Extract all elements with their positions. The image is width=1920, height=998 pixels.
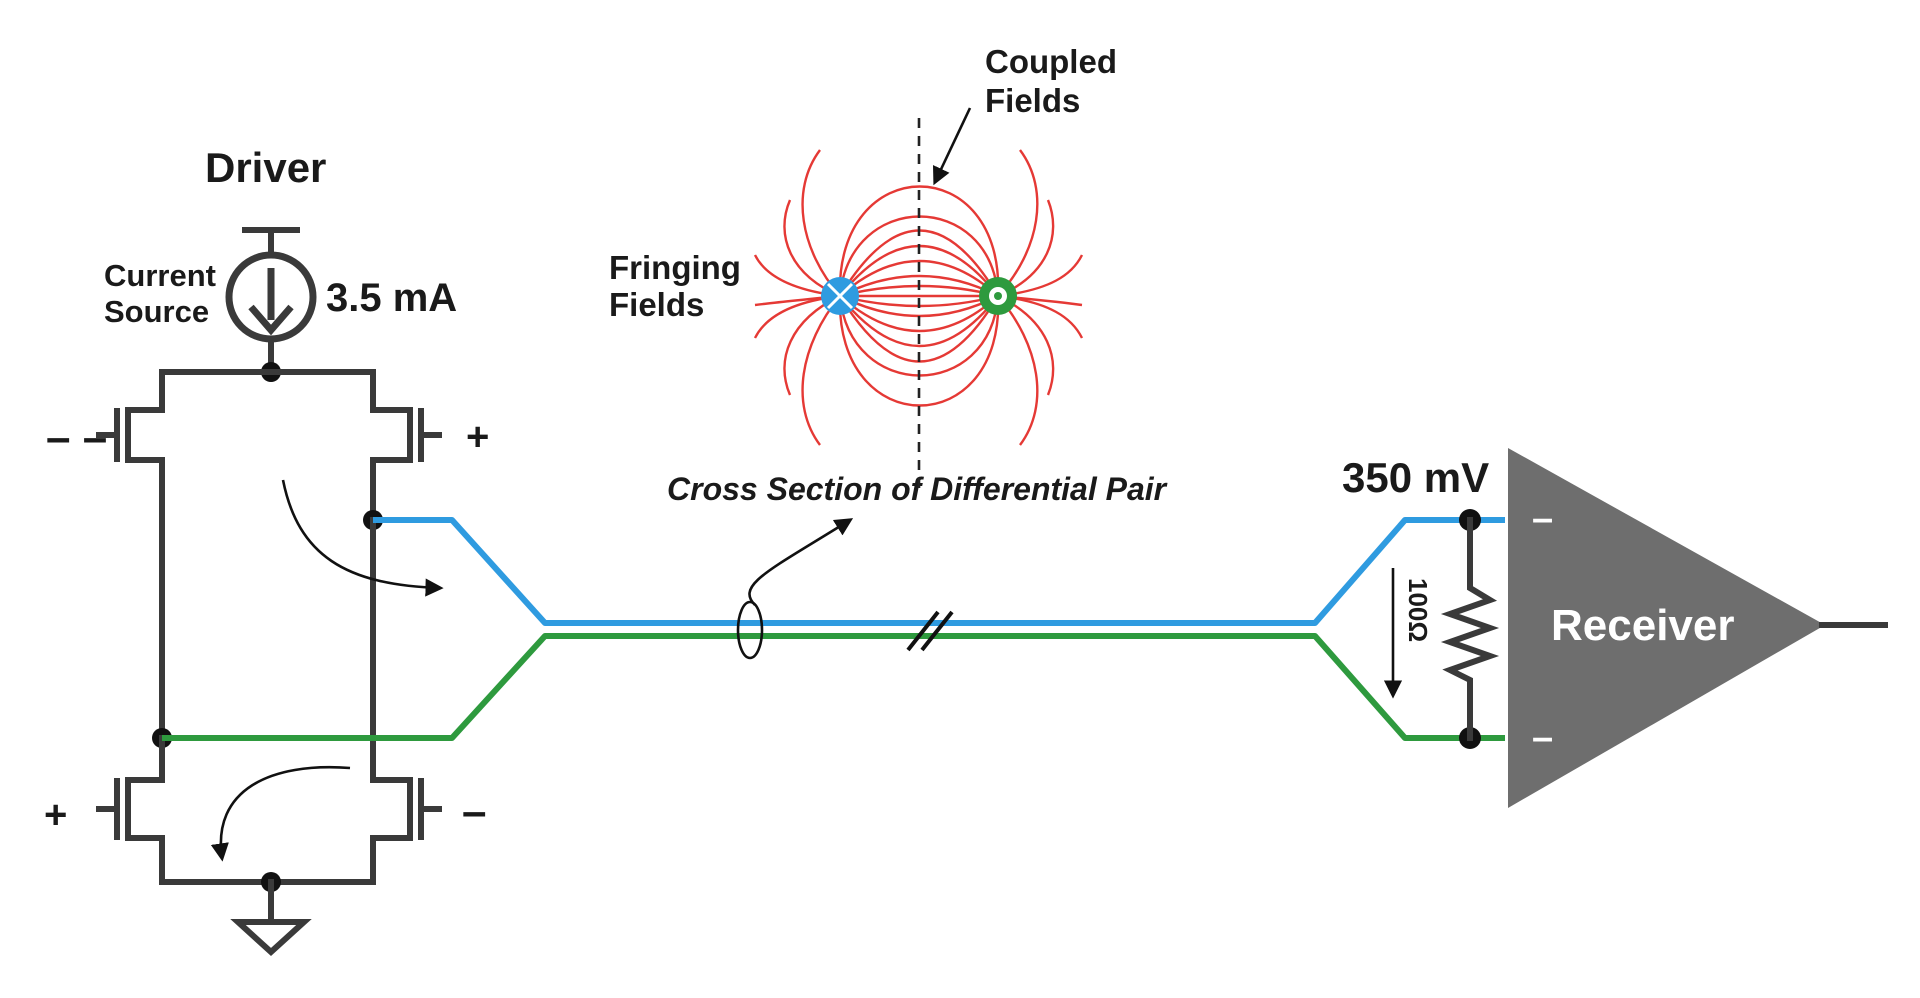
receiver-amplifier-icon	[1508, 448, 1825, 808]
receiver-input-bottom-label: –	[1532, 717, 1553, 759]
gate-top-right-label: +	[466, 415, 489, 459]
coupled-fields-label-line2: Fields	[985, 82, 1080, 119]
negative-trace	[162, 633, 1505, 741]
driver-label: Driver	[205, 144, 326, 191]
left-branch-top	[125, 369, 274, 738]
driver-circuit: Driver Current Source 3.5 mA – – +	[44, 144, 489, 957]
fringing-fields-label-line2: Fields	[609, 286, 704, 323]
right-branch-bottom	[268, 517, 413, 885]
transistor-bottom-left	[96, 778, 120, 840]
termination-resistor	[1440, 517, 1500, 741]
current-value-label: 3.5 mA	[326, 276, 457, 320]
right-branch-top	[268, 369, 413, 523]
left-branch-bottom	[125, 735, 274, 885]
gate-bottom-right-label: –	[462, 787, 486, 836]
field-cross-section: Fringing Fields Coupled Fields	[609, 43, 1117, 488]
transistor-top-left	[96, 408, 120, 462]
pair-cross-section-ring	[736, 600, 764, 660]
voltage-label: 350 mV	[1342, 454, 1489, 501]
current-flow-arrow-bottom	[210, 765, 351, 862]
transistor-top-right	[418, 408, 442, 462]
current-source-label-line1: Current	[104, 258, 216, 293]
line-break-symbol	[906, 610, 954, 652]
resistor-label: 100Ω	[1403, 578, 1433, 642]
receiver-input-top-label: –	[1532, 498, 1553, 540]
gate-top-left-label: – –	[46, 413, 107, 462]
current-source-label-line2: Source	[104, 294, 209, 329]
coupled-fields-label-line1: Coupled	[985, 43, 1117, 80]
gate-bottom-left-label: +	[44, 793, 67, 837]
transmission-line: Cross Section of Differential Pair	[162, 471, 1505, 741]
receiver-label: Receiver	[1551, 601, 1734, 650]
conductor-out-of-page-icon	[979, 277, 1017, 315]
conductor-into-page-icon	[821, 277, 859, 315]
receiver-circuit: 350 mV 100Ω Receiver – –	[1342, 448, 1888, 808]
current-flow-arrow-top	[281, 479, 444, 597]
current-source	[225, 251, 317, 343]
cross-section-label: Cross Section of Differential Pair	[667, 471, 1168, 507]
coupled-fields-pointer	[932, 107, 972, 186]
cross-section-pointer	[748, 518, 854, 606]
fringing-fields-label-line1: Fringing	[609, 249, 741, 286]
transistor-bottom-right	[418, 778, 442, 840]
positive-trace	[373, 517, 1505, 626]
ground-symbol	[230, 919, 312, 957]
